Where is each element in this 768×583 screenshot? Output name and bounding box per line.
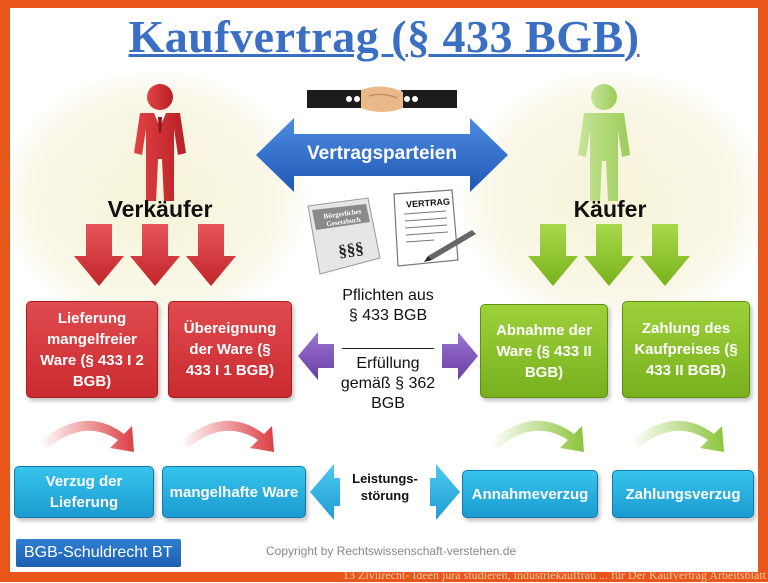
slide: Kaufvertrag (§ 433 BGB) Vertragsparteien… — [10, 8, 758, 572]
disruption-box-defect: mangelhafte Ware — [162, 466, 306, 518]
law-book-icon — [307, 197, 381, 275]
fulfillment-text: Erfüllung gemäß § 362 BGB — [340, 355, 436, 412]
seller-down-arrows — [74, 224, 236, 286]
slide-title: Kaufvertrag (§ 433 BGB) — [128, 11, 640, 62]
contract-document-icon — [393, 189, 476, 267]
seller-label: Verkäufer — [107, 196, 213, 222]
buyer-curved-arrows — [490, 420, 724, 452]
seller-person-icon — [134, 84, 186, 201]
disruption-box-delay: Verzug der Lieferung — [14, 466, 154, 518]
purple-right-arrow — [442, 332, 478, 380]
disruption-box-payment-delay: Zahlungsverzug — [612, 470, 754, 518]
buyer-down-arrows — [528, 224, 690, 286]
leistungsstoerung-double-arrow — [310, 462, 460, 522]
center-divider — [342, 348, 434, 349]
buyer-label: Käufer — [573, 196, 647, 222]
disruption-box-acceptance-delay: Annahmeverzug — [462, 470, 598, 518]
handshake-icon — [307, 86, 457, 112]
vertragsparteien-label: Vertragsparteien — [307, 143, 457, 164]
purple-left-arrow — [298, 332, 334, 380]
obligation-box-acceptance: Abnahme der Ware (§ 433 II BGB) — [480, 304, 608, 398]
copyright-text: Copyright by Rechtswissenschaft-verstehe… — [266, 544, 517, 558]
leistungsstoerung-label: Leistungs-störung — [352, 471, 418, 503]
obligation-box-payment: Zahlung des Kaufpreises (§ 433 II BGB) — [622, 301, 750, 398]
image-caption: 13 Zivilrecht- Ideen jura studieren, ind… — [343, 568, 766, 582]
course-badge: BGB-Schuldrecht BT — [16, 539, 181, 567]
vertragsparteien-double-arrow — [256, 118, 508, 192]
obligation-box-delivery: Lieferung mangelfreier Ware (§ 433 I 2 B… — [26, 301, 158, 398]
seller-curved-arrows — [40, 420, 274, 452]
buyer-person-icon — [578, 84, 630, 201]
obligation-box-transfer: Übereignung der Ware (§ 433 I 1 BGB) — [168, 301, 292, 398]
duties-text: Pflichten aus § 433 BGB — [342, 287, 434, 324]
seller-glow — [10, 68, 310, 328]
